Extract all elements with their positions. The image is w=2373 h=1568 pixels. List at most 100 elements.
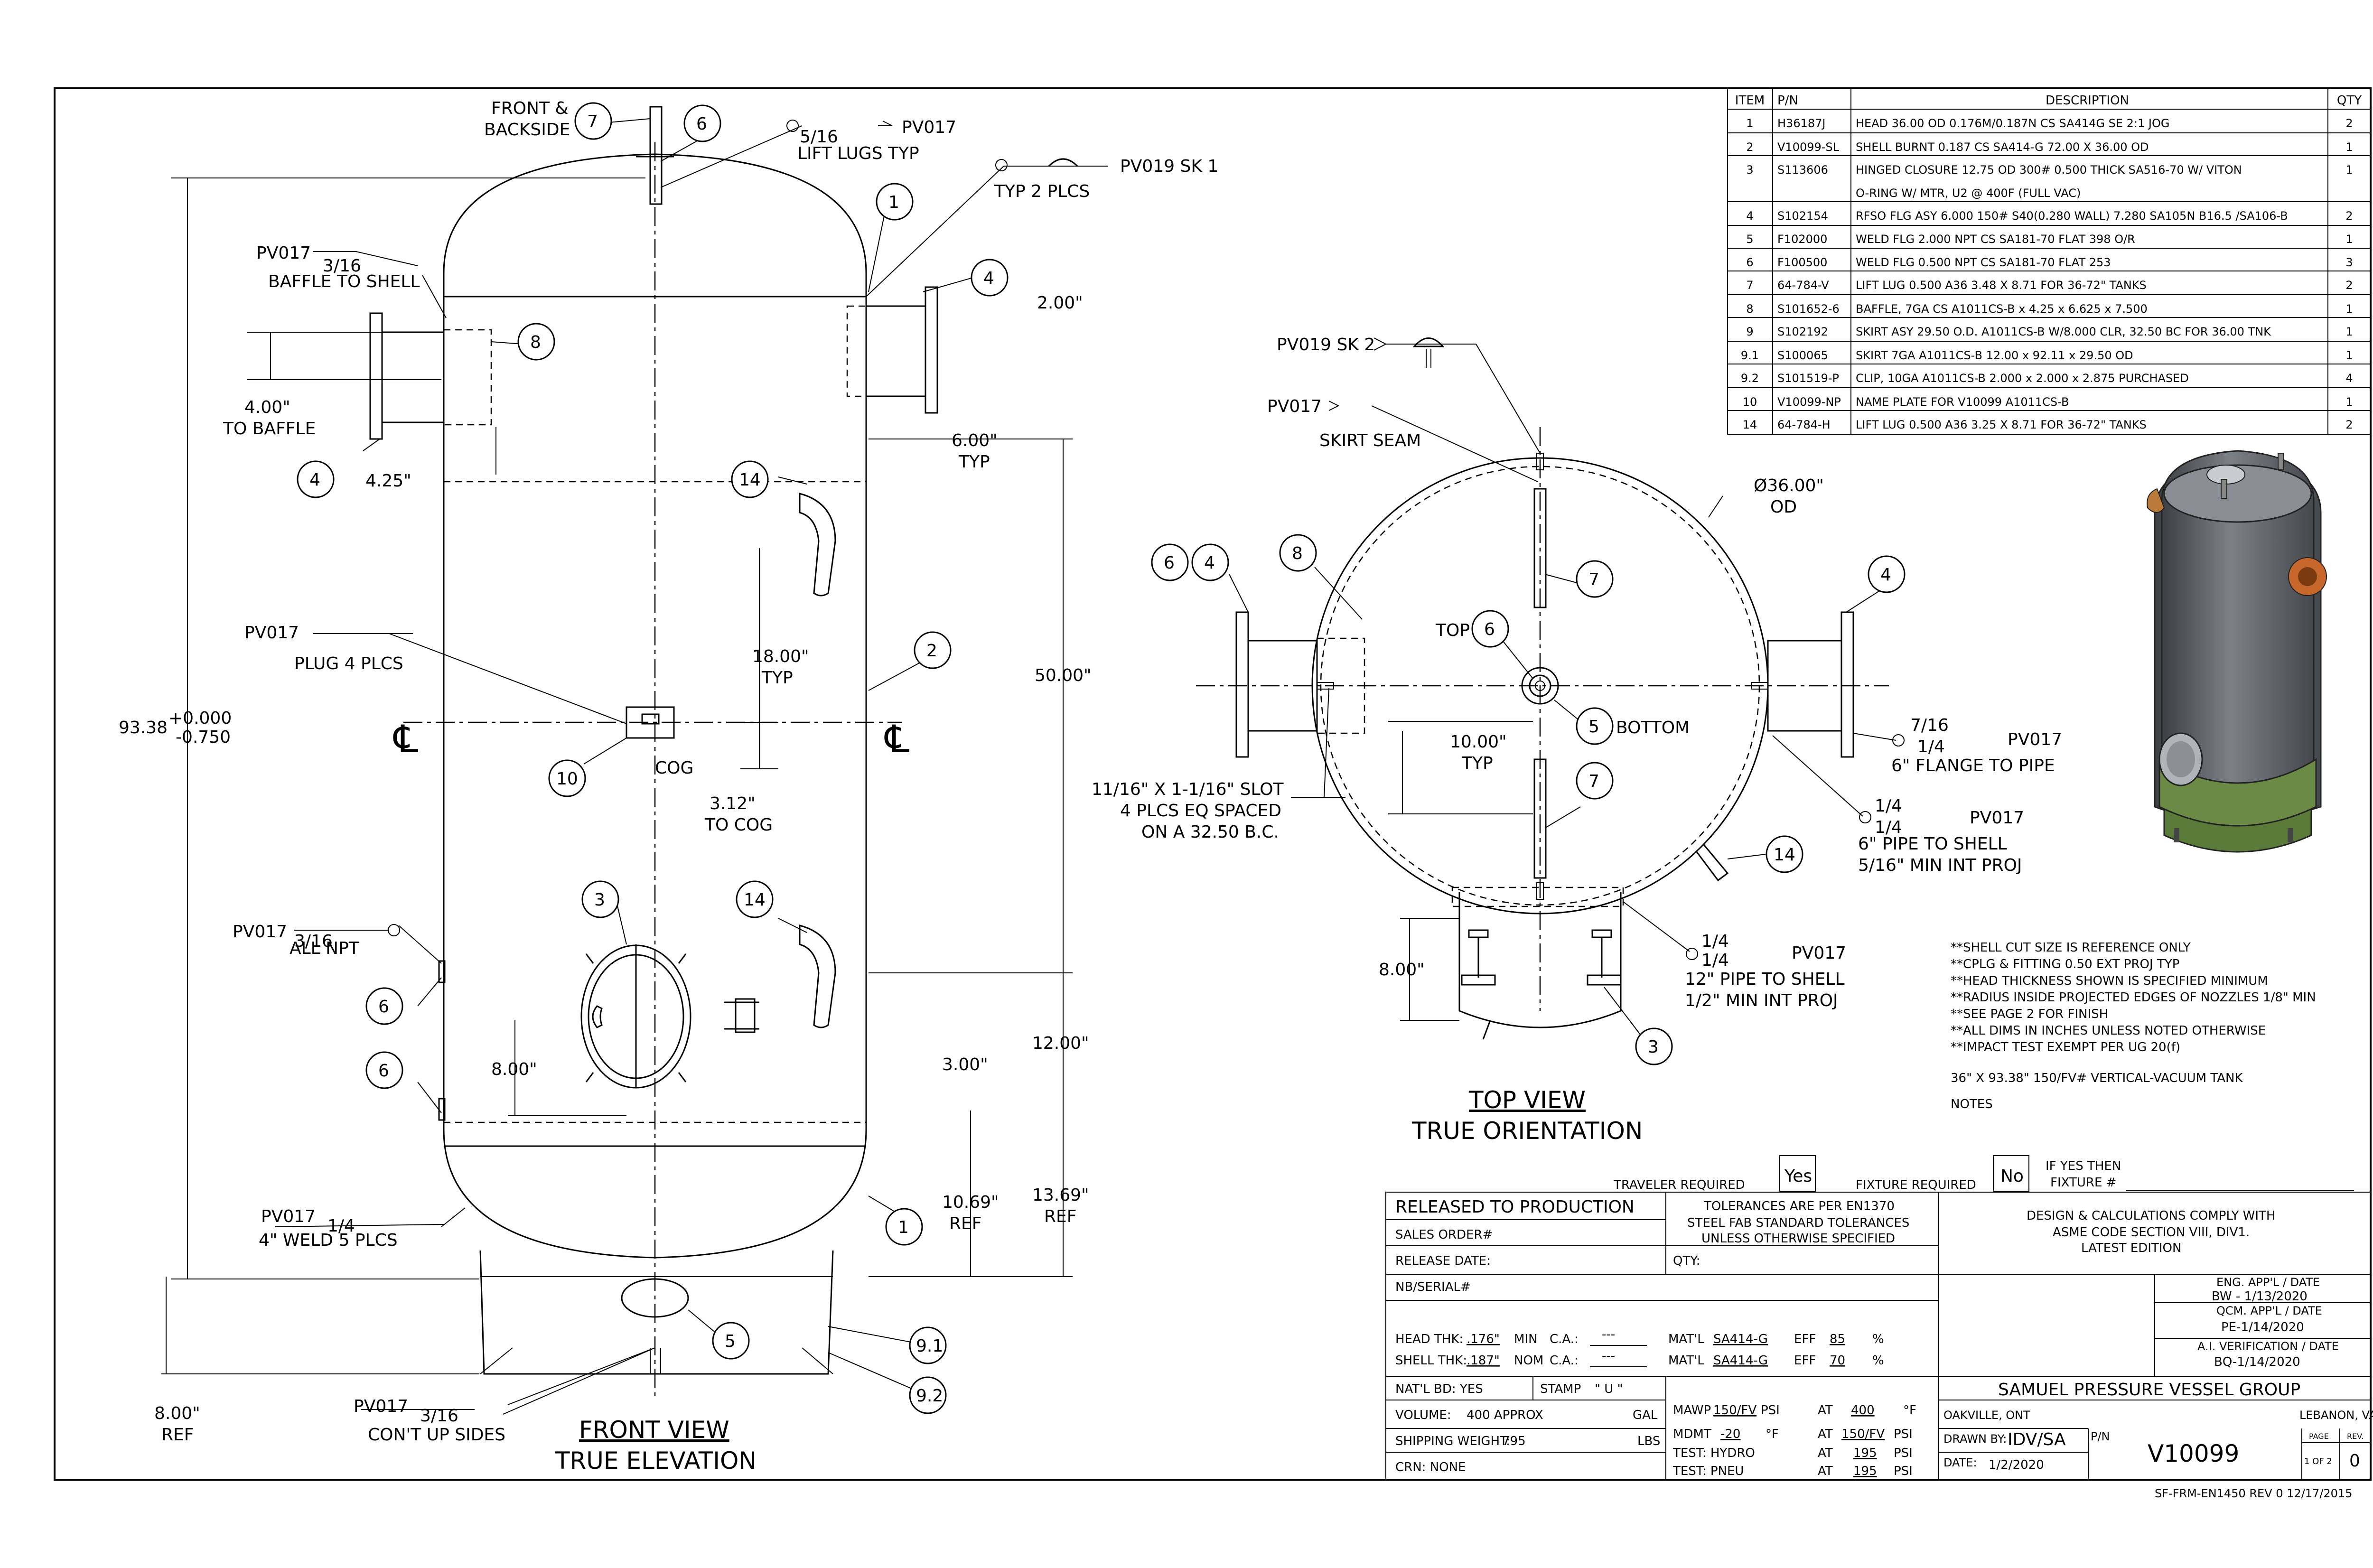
lift-lug-14-lower — [799, 924, 836, 1028]
label-slot1: 11/16" X 1-1/16" SLOT — [1092, 780, 1284, 799]
bom-header-cell: P/N — [1777, 93, 1798, 108]
label-1000: 10.00" — [1450, 732, 1507, 752]
bom-cell: 4 — [1746, 209, 1753, 223]
bom-cell: 9.1 — [1741, 349, 1759, 362]
company-name: SAMUEL PRESSURE VESSEL GROUP — [1998, 1380, 2300, 1400]
note-line: **CPLG & FITTING 0.50 EXT PROJ TYP — [1951, 957, 2179, 971]
bom-cell: 1 — [2345, 395, 2353, 409]
label-cont-frac: 3/16 — [420, 1406, 458, 1426]
label-flg-frac2: 1/4 — [1917, 737, 1945, 756]
bom-cell: V10099-NP — [1777, 395, 1841, 409]
bom-cell: F100500 — [1777, 256, 1827, 269]
label-12-note2: 1/2" MIN INT PROJ — [1685, 991, 1838, 1010]
label-lift-pv: PV017 — [902, 118, 956, 137]
mdmt-value: -20 — [1720, 1427, 1740, 1441]
label-300: 3.00" — [942, 1055, 988, 1074]
shell-thk-value: .187" — [1467, 1353, 1500, 1368]
label-sk2: PV019 SK 2 — [1277, 335, 1375, 355]
svg-text:2: 2 — [926, 641, 937, 661]
ifyes-1: IF YES THEN — [2046, 1159, 2121, 1173]
fixture-value: No — [2000, 1167, 2024, 1186]
bom-cell: 1 — [2345, 302, 2353, 316]
head-eff-label: EFF — [1794, 1332, 1816, 1346]
label-pipe-note1: 6" PIPE TO SHELL — [1858, 834, 2007, 854]
svg-text:10: 10 — [556, 769, 578, 789]
qty-label: QTY: — [1673, 1254, 1700, 1268]
top-view: 6 4 8 7 4 6 5 7 14 3 PV019 SK 2 PV017 SK… — [1092, 335, 2062, 1145]
svg-text:3: 3 — [594, 890, 605, 910]
mawp-label: MAWP — [1673, 1403, 1711, 1418]
label-od: OD — [1770, 497, 1797, 517]
bom-cell: O-RING W/ MTR, U2 @ 400F (FULL VAC) — [1856, 187, 2081, 200]
label-800: 8.00" — [491, 1060, 537, 1079]
label-flg-frac1: 7/16 — [1910, 716, 1949, 735]
label-typ2: TYP 2 PLCS — [994, 182, 1090, 201]
bom-cell: 3 — [2345, 256, 2353, 269]
svg-text:6: 6 — [696, 114, 707, 134]
head-matl-value: SA414-G — [1713, 1332, 1768, 1346]
test-hydro-label: TEST: HYDRO — [1672, 1446, 1755, 1460]
centerline-symbol-right: ℄ — [884, 717, 910, 761]
gal-label: GAL — [1633, 1408, 1658, 1422]
rev-value: 0 — [2349, 1451, 2360, 1471]
bom-cell: 2 — [2345, 418, 2353, 431]
shell-eff-label: EFF — [1794, 1353, 1816, 1368]
head-matl-label: MAT'L — [1668, 1332, 1704, 1346]
bom-cell: S100065 — [1777, 349, 1828, 362]
bom-cell: S101652-6 — [1777, 302, 1840, 316]
label-npt-frac: 3/16 — [294, 932, 333, 951]
crn-label: CRN: NONE — [1395, 1460, 1466, 1475]
shell-pct: % — [1872, 1353, 1884, 1368]
volume-label: VOLUME: — [1395, 1408, 1451, 1422]
sales-order-label: SALES ORDER# — [1395, 1228, 1493, 1242]
bom-cell: 10 — [1743, 395, 1757, 409]
bom-cell: 3 — [1746, 163, 1753, 177]
test-hydro-value: 195 — [1853, 1446, 1877, 1460]
mdmt-psi: PSI — [1894, 1427, 1913, 1441]
label-npt-pv: PV017 — [233, 922, 287, 942]
bom-cell: S101519-P — [1777, 372, 1839, 385]
drawn-by-value: IDV/SA — [2008, 1430, 2066, 1449]
note-line: **SHELL CUT SIZE IS REFERENCE ONLY — [1951, 941, 2191, 955]
bom-cell: SHELL BURNT 0.187 CS SA414-G 72.00 X 36.… — [1856, 140, 2149, 154]
label-312: 3.12" — [710, 794, 756, 813]
svg-text:1: 1 — [888, 193, 899, 212]
bom-cell: SKIRT ASY 29.50 O.D. A1011CS-B W/8.000 C… — [1856, 325, 2271, 338]
top-nozzle-right-flange — [1840, 611, 1854, 758]
bom-cell: 64-784-V — [1777, 279, 1829, 292]
tank-description: 36" X 93.38" 150/FV# VERTICAL-VACUUM TAN… — [1951, 1071, 2243, 1085]
label-800b: 8.00" — [154, 1404, 200, 1423]
svg-text:6: 6 — [378, 997, 389, 1017]
ship-label: SHIPPING WEIGHT: — [1395, 1434, 1510, 1448]
bom-cell: 64-784-H — [1777, 418, 1831, 431]
lift-lug-14-upper — [799, 493, 836, 597]
ship-value: 795 — [1502, 1434, 1526, 1448]
date-label: DATE: — [1943, 1456, 1977, 1469]
label-9338: 93.38 — [119, 718, 168, 737]
tolerance-line-2: STEEL FAB STANDARD TOLERANCES — [1687, 1216, 1909, 1230]
bom-cell: 1 — [1746, 117, 1753, 130]
label-lift-frac: 5/16 — [800, 127, 838, 147]
mawp-temp: 400 — [1851, 1403, 1875, 1418]
head-thk-label: HEAD THK: — [1395, 1332, 1463, 1346]
nozzle-right-flange — [925, 286, 938, 414]
bom-cell: V10099-SL — [1777, 140, 1840, 154]
label-slot2: 4 PLCS EQ SPACED — [1120, 801, 1281, 821]
design-line-2: ASME CODE SECTION VIII, DIV1. — [2053, 1225, 2250, 1240]
label-flg-pv: PV017 — [2008, 730, 2062, 749]
stamp-value: " U " — [1595, 1382, 1623, 1396]
label-baffle-pv: PV017 — [256, 243, 311, 263]
bom-cell: 2 — [1746, 140, 1753, 154]
date-value: 1/2/2020 — [1989, 1458, 2044, 1472]
bom-cell: WELD FLG 0.500 NPT CS SA181-70 FLAT 253 — [1856, 256, 2111, 269]
label-cont-pv: PV017 — [354, 1397, 408, 1416]
bottom-flange — [621, 1278, 689, 1318]
label-ref-c: REF — [161, 1425, 194, 1445]
notes-block: **SHELL CUT SIZE IS REFERENCE ONLY **CPLG… — [1951, 941, 2316, 1111]
svg-text:6: 6 — [1164, 553, 1175, 573]
mawp-degf: °F — [1903, 1403, 1916, 1418]
label-425: 4.25" — [365, 471, 411, 491]
note-line: **IMPACT TEST EXEMPT PER UG 20(f) — [1951, 1040, 2180, 1055]
